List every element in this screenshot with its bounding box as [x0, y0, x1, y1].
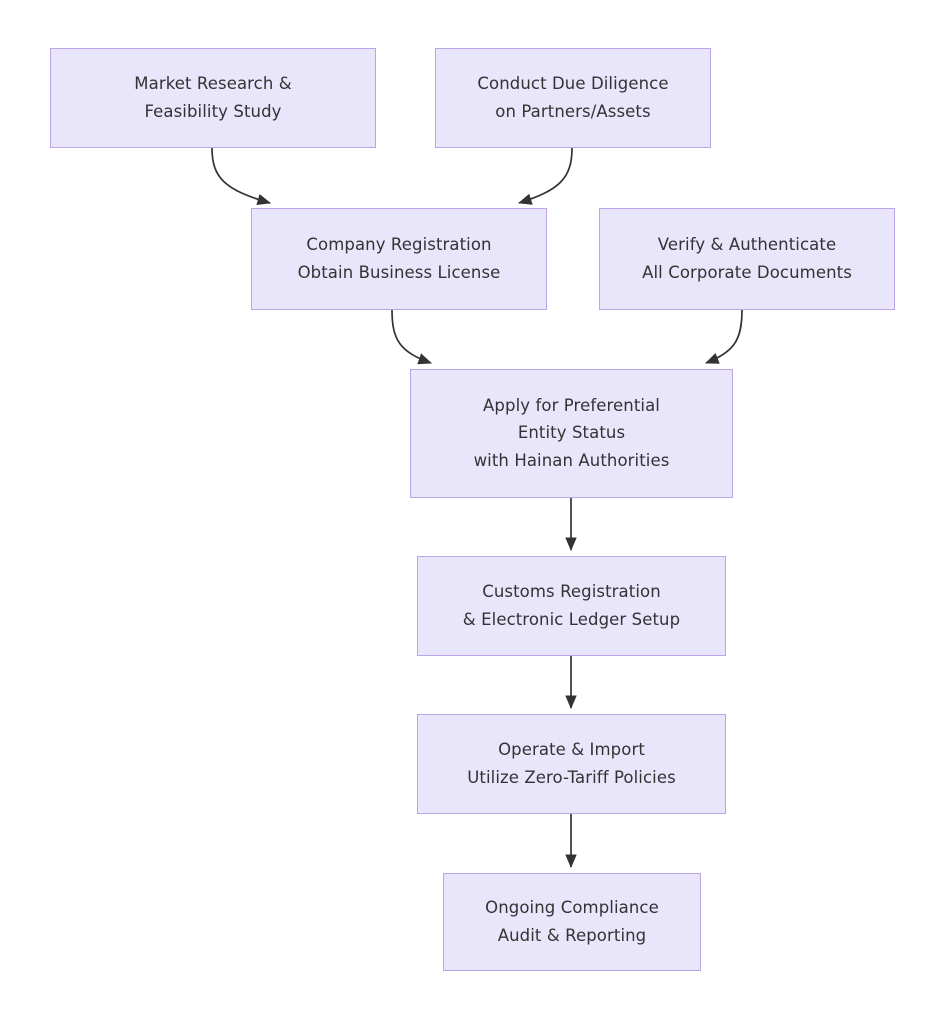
node-label-line: Obtain Business License	[297, 262, 501, 282]
node-customs-registration[interactable]: Customs Registration & Electronic Ledger…	[417, 556, 726, 656]
edge-due-diligence-to-company-registration	[518, 147, 573, 205]
node-label-line: Entity Status	[517, 423, 626, 443]
node-label-line: Ongoing Compliance	[485, 898, 659, 917]
node-label-line: Audit & Reporting	[497, 925, 647, 945]
node-label-line: Feasibility Study	[144, 101, 282, 121]
node-label-line: Utilize Zero-Tariff Policies	[467, 767, 676, 787]
node-market-research[interactable]: Market Research & Feasibility Study	[50, 48, 376, 148]
node-label-line: Market Research &	[134, 74, 292, 93]
node-label-line: Verify & Authenticate	[657, 235, 837, 254]
node-verify-authenticate-documents[interactable]: Verify & Authenticate All Corporate Docu…	[599, 208, 895, 310]
node-label-line: All Corporate Documents	[642, 262, 852, 282]
node-label-line: Customs Registration	[482, 582, 661, 601]
node-label-line: Conduct Due Diligence	[477, 74, 669, 93]
node-conduct-due-diligence[interactable]: Conduct Due Diligence on Partners/Assets	[435, 48, 711, 148]
node-label-line: Company Registration	[306, 235, 492, 254]
edge-verify-documents-to-apply-preferential	[705, 309, 743, 364]
node-company-registration[interactable]: Company Registration Obtain Business Lic…	[251, 208, 547, 310]
node-label-line: with Hainan Authorities	[473, 450, 670, 470]
edge-market-research-to-company-registration	[211, 147, 271, 206]
node-operate-import[interactable]: Operate & Import Utilize Zero-Tariff Pol…	[417, 714, 726, 814]
edge-company-registration-to-apply-preferential	[391, 309, 432, 365]
node-apply-preferential-entity-status[interactable]: Apply for Preferential Entity Status wit…	[410, 369, 733, 498]
node-label-line: Apply for Preferential	[483, 395, 660, 415]
node-label-line: & Electronic Ledger Setup	[462, 609, 681, 629]
node-label-line: on Partners/Assets	[495, 101, 651, 121]
node-label-line: Operate & Import	[498, 740, 645, 759]
node-ongoing-compliance[interactable]: Ongoing Compliance Audit & Reporting	[443, 873, 701, 971]
